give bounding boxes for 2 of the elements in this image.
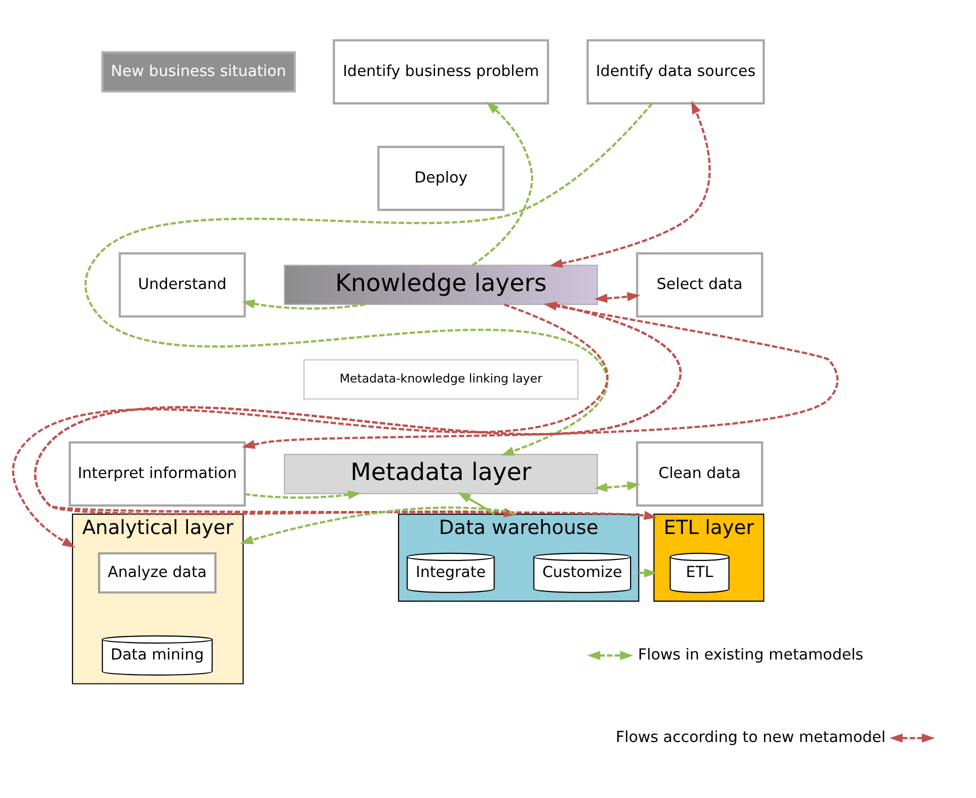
legend-label: Flows in existing metamodels xyxy=(638,646,864,664)
legend-label: Flows according to new metamodel xyxy=(616,728,886,746)
